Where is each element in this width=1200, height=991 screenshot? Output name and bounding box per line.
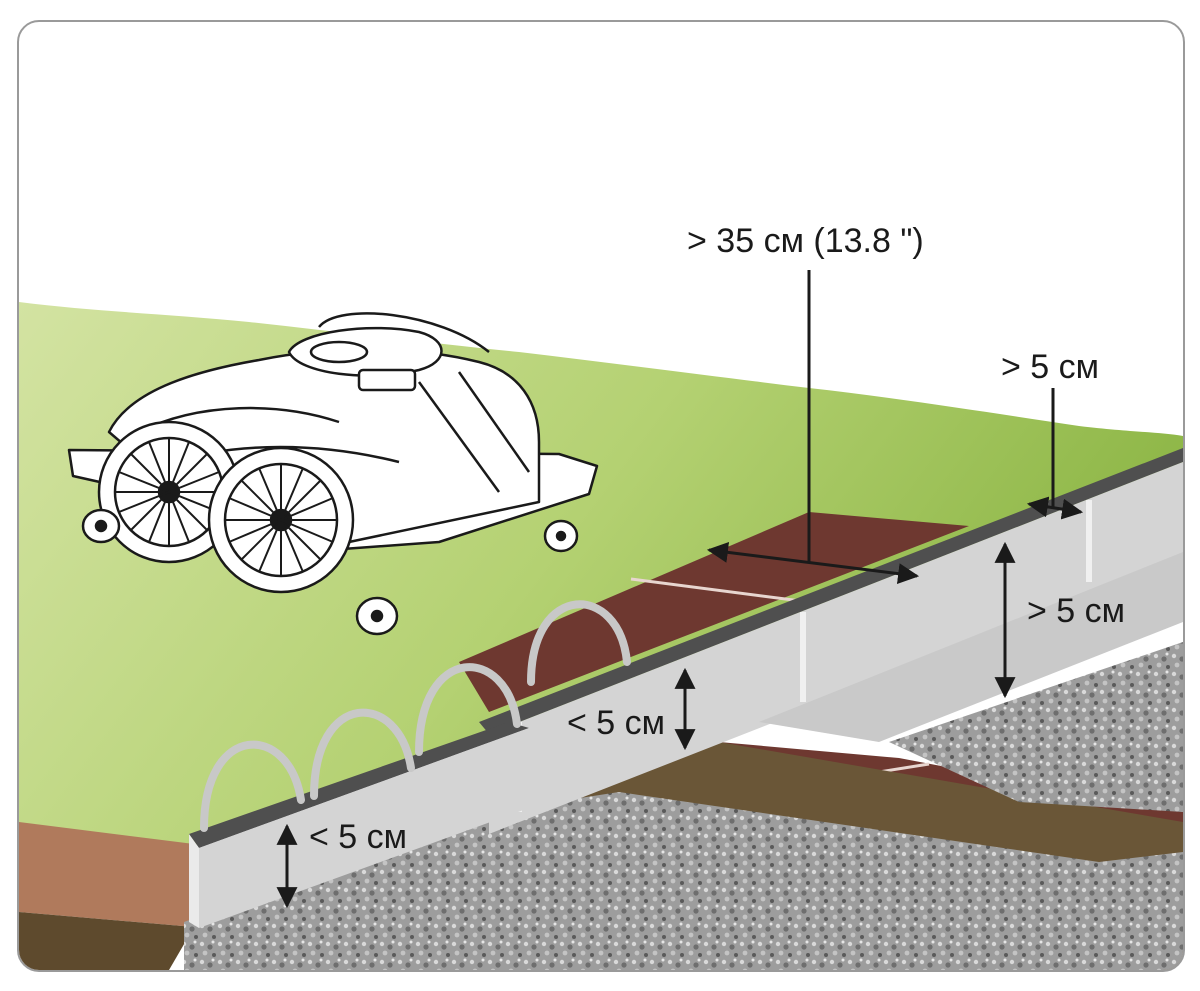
curb-lower-top: [189, 722, 529, 848]
curb-lower-face: [759, 552, 1183, 742]
curb-height-label-right: > 5 см: [1027, 592, 1126, 630]
garden-edge-scene: [19, 270, 1183, 970]
curb-upper-top: [479, 448, 1183, 734]
curb-lower-end: [189, 834, 199, 928]
robotic-lawn-mower-icon: [67, 312, 599, 636]
gravel-bed-right: [889, 642, 1183, 812]
path-width-label: > 35 см (13.8 "): [687, 222, 924, 260]
paving-joint-lower: [878, 762, 930, 774]
soil-edge-left: [19, 822, 194, 927]
edge-gap-arrow: [1026, 496, 1084, 520]
dimension-arrow-icon: [276, 270, 1084, 909]
path-width-arrow: [706, 541, 920, 585]
curb-height-label-left: < 5 см: [309, 818, 408, 856]
boundary-wire-icon: [200, 600, 631, 832]
soil-ground-left: [19, 912, 194, 970]
edge-gap-label: > 5 см: [1001, 348, 1100, 386]
illustration-frame: > 35 см (13.8 ") > 5 см > 5 см < 5 см < …: [17, 20, 1185, 972]
paving-joint: [630, 577, 802, 603]
curb-height-label-center: < 5 см: [567, 704, 666, 742]
